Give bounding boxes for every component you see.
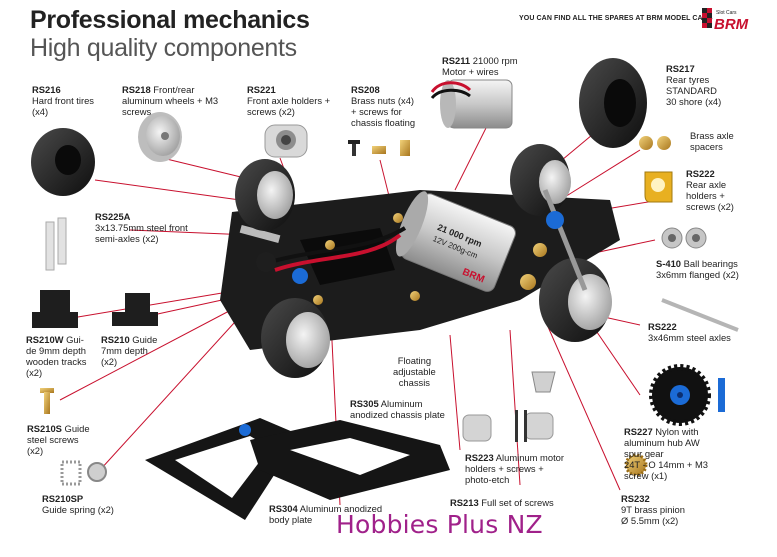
brass-spacers-icon bbox=[639, 136, 671, 150]
part-rs218: RS218 Front/rear aluminum wheels + M3 sc… bbox=[122, 84, 219, 117]
rs216-tire-icon bbox=[31, 128, 95, 196]
watermark: Hobbies Plus NZ bbox=[336, 510, 543, 539]
rs218-wheel-icon bbox=[138, 112, 182, 162]
rs211-motor-icon bbox=[430, 79, 513, 129]
part-rs223: RS223 Aluminum motor holders + screws + … bbox=[465, 452, 565, 485]
rs222-rear-holder-icon bbox=[644, 171, 673, 203]
rs232-pinion-icon bbox=[624, 453, 648, 477]
page-subtitle: High quality components bbox=[30, 34, 297, 62]
part-rs304: RS304 Aluminum anodized body plate bbox=[269, 503, 383, 525]
rs210-guide-icon bbox=[112, 293, 158, 326]
rs213-screws-icon bbox=[515, 410, 527, 442]
rs222-steel-axle-icon bbox=[661, 298, 739, 332]
part-s410: S-410 Ball bearings 3x6mm flanged (x2) bbox=[656, 258, 739, 280]
rs210w-guide-icon bbox=[32, 290, 78, 328]
part-rs210: RS210 Guide 7mm depth (x2) bbox=[101, 334, 158, 367]
main-chassis: 21 000 rpm 12V 200g-cm BRM bbox=[220, 144, 620, 378]
part-brass-spacers: Brass axle spacers bbox=[690, 130, 734, 152]
rs227-spur-gear-icon bbox=[649, 364, 725, 426]
brm-logo: Slot Cars BRM bbox=[702, 8, 749, 32]
checkered-flag-icon bbox=[702, 8, 712, 28]
part-rs210s: RS210S Guide steel screws (x2) bbox=[27, 423, 90, 456]
brand-text: BRM bbox=[714, 16, 749, 32]
rs208-brass-nuts-icon bbox=[348, 140, 410, 156]
rs210sp-guide-spring-icon bbox=[60, 460, 107, 486]
rs223-motor-holders-icon bbox=[462, 371, 556, 442]
page-title: Professional mechanics bbox=[30, 6, 310, 34]
part-rs213: RS213 Full set of screws bbox=[450, 497, 554, 508]
rs217-rear-tyre-icon bbox=[579, 58, 647, 148]
brand-small-text: Slot Cars bbox=[716, 10, 737, 16]
s410-ball-bearings-icon bbox=[661, 227, 707, 249]
part-rs210w: RS210W Gui- de 9mm depth wooden tracks (… bbox=[26, 334, 87, 378]
part-rs305: RS305 Aluminum anodized chassis plate bbox=[350, 398, 445, 420]
tagline: YOU CAN FIND ALL THE SPARES AT BRM MODEL… bbox=[519, 15, 713, 22]
part-rs218-desc: Front/rear aluminum wheels + M3 screws bbox=[122, 84, 219, 117]
part-floating-chassis: Floating adjustable chassis bbox=[393, 355, 436, 388]
part-rs211: RS211 21000 rpm Motor + wires bbox=[442, 55, 518, 77]
rs305-chassis-plate-icon bbox=[239, 420, 450, 500]
rs225a-semi-axles-icon bbox=[45, 217, 67, 271]
part-rs227: RS227 Nylon with aluminum hub AW spur ge… bbox=[624, 426, 708, 481]
rs221-axle-holder-icon bbox=[264, 124, 308, 158]
rs210s-guide-screws-icon bbox=[40, 388, 54, 414]
